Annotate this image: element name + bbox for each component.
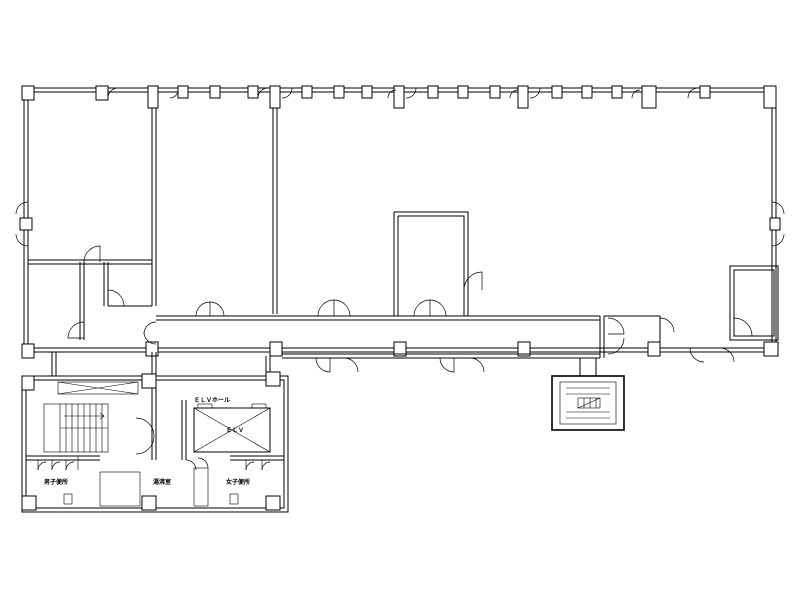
column bbox=[247, 85, 259, 99]
column bbox=[699, 85, 711, 99]
label-womens-toilet: 女子便所 bbox=[226, 478, 250, 486]
column bbox=[517, 341, 531, 357]
outer-wall bbox=[23, 87, 777, 353]
column bbox=[21, 343, 35, 359]
column bbox=[19, 217, 33, 231]
column bbox=[393, 341, 407, 357]
column bbox=[763, 341, 779, 357]
label-elv: ＥＬＶ bbox=[226, 426, 244, 434]
column bbox=[581, 85, 593, 99]
column bbox=[393, 85, 405, 109]
label-mens-toilet: 男子便所 bbox=[44, 478, 68, 486]
column bbox=[301, 85, 313, 99]
label-janitor-room: 湯沸室 bbox=[153, 478, 171, 486]
column bbox=[141, 495, 157, 511]
column bbox=[265, 495, 281, 511]
column bbox=[361, 85, 373, 99]
column bbox=[21, 495, 37, 511]
column bbox=[147, 85, 159, 109]
side-window-swings bbox=[15, 201, 785, 247]
label-elv-hall: ＥＬＶホール bbox=[194, 396, 230, 404]
north-window-swings bbox=[107, 87, 699, 99]
column bbox=[21, 375, 35, 391]
column bbox=[269, 341, 283, 357]
column bbox=[517, 85, 529, 109]
column bbox=[769, 217, 781, 231]
column bbox=[269, 85, 281, 109]
escape-stair bbox=[551, 358, 625, 431]
column bbox=[265, 371, 281, 387]
column bbox=[177, 85, 189, 99]
service-core bbox=[21, 352, 289, 513]
column bbox=[141, 373, 157, 389]
columns bbox=[19, 85, 781, 359]
column bbox=[551, 85, 563, 99]
column bbox=[95, 85, 109, 101]
column bbox=[641, 85, 657, 109]
interior-partitions bbox=[28, 108, 779, 359]
column bbox=[763, 85, 777, 109]
column bbox=[427, 85, 439, 99]
column bbox=[489, 85, 501, 99]
column bbox=[611, 85, 623, 99]
column bbox=[647, 341, 661, 357]
column bbox=[209, 85, 221, 99]
interior-doors bbox=[67, 245, 753, 373]
column bbox=[457, 85, 469, 99]
column bbox=[333, 85, 345, 99]
column bbox=[21, 85, 35, 101]
